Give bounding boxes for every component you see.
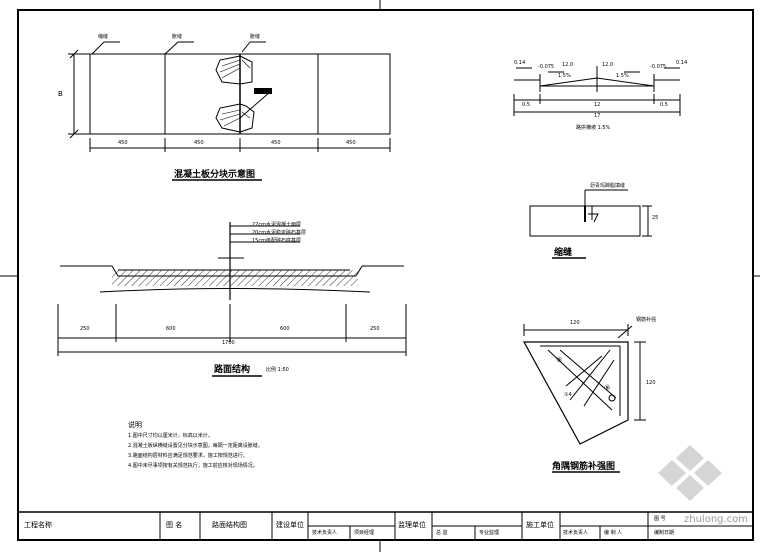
joint-title: 缩缝: [554, 248, 573, 258]
callout-expansion-joint: 胀缝: [172, 34, 183, 40]
plan-dim-3: 450: [271, 140, 281, 146]
cell-4: 专业监理: [479, 530, 500, 536]
joint-note: 沥青玛蹄脂填缝: [590, 183, 626, 189]
cross-dim-left: 0.5: [522, 102, 530, 108]
slab-plan-title: 混凝土板分块示意图: [174, 170, 256, 180]
plan-dim-1: 450: [118, 140, 128, 146]
drawing-no-label: 图 号: [654, 516, 666, 522]
elev-left-2: -0.075: [538, 64, 555, 70]
center-value-right: 12.0: [602, 62, 614, 68]
drawing-name: 路面结构图: [212, 521, 247, 529]
layer-3-label: 15cm级配碎石底基层: [252, 238, 301, 244]
pave-dim-3: 600: [280, 326, 290, 332]
cross-slope-diagram: [513, 66, 681, 116]
pave-dim-4: 250: [370, 326, 380, 332]
pavement-scale: 比例 1:50: [266, 367, 289, 373]
elev-right-2: 0.14: [676, 60, 688, 66]
callout-shrink-joint: 缩缝: [98, 34, 109, 40]
plan-dim-2: 450: [194, 140, 204, 146]
watermark-logo: [658, 445, 722, 501]
slab-plan: [68, 41, 391, 181]
slope-right: 1.5%: [616, 73, 629, 79]
elev-left-1: 0.14: [514, 60, 526, 66]
layer-1-label: 22cm水泥混凝土面层: [252, 222, 301, 228]
project-label: 工程名称: [24, 521, 52, 529]
notes-heading: 说明: [128, 421, 142, 429]
cell-2: 项目经理: [354, 530, 375, 536]
bar-label-3: ①4: [564, 392, 572, 398]
corner-callout: 钢筋补强: [636, 317, 657, 323]
cross-dim-center: 12: [594, 102, 601, 108]
pave-total: 1700: [222, 340, 235, 346]
pave-dim-1: 250: [80, 326, 90, 332]
bar-label-2: ⑨: [604, 384, 611, 392]
note-line-4: 4.图中未尽事项按有关规范执行，施工前应核对现场情况。: [128, 463, 258, 469]
joint-depth: 25: [652, 215, 659, 221]
note-line-3: 3.路面结构层材料应满足规范要求，施工按规范进行。: [128, 453, 248, 459]
contractor-label: 施工单位: [526, 521, 554, 529]
center-value-left: 12.0: [562, 62, 574, 68]
layer-2-label: 20cm水泥稳定碎石基层: [252, 230, 306, 236]
elev-right-1: -0.075: [650, 64, 667, 70]
corner-reinforcement: [522, 324, 646, 473]
cross-dim-right: 0.5: [660, 102, 668, 108]
joint-detail: [529, 189, 652, 259]
cell-3: 总 监: [436, 530, 448, 536]
pavement-title: 路面结构: [214, 365, 251, 375]
date-label: 编制日期: [654, 530, 675, 536]
cell-6: 编 制 人: [604, 530, 623, 536]
corner-top-dim: 120: [570, 320, 580, 326]
note-line-2: 2.混凝土板纵横缝设置见分块示意图，每隔一定距离设胀缝。: [128, 443, 263, 449]
slope-left: 1.5%: [558, 73, 571, 79]
corner-detail-title: 角隅钢筋补强图: [552, 462, 616, 472]
cross-slope-caption: 路拱横坡 1.5%: [576, 125, 611, 131]
cell-5: 技术负责人: [563, 530, 589, 536]
plan-width-label: B: [58, 90, 63, 98]
callout-expansion-joint-2: 胀缝: [250, 34, 261, 40]
cell-1: 技术负责人: [312, 530, 338, 536]
pave-dim-2: 600: [166, 326, 176, 332]
bar-label-1: ⑨: [556, 356, 563, 364]
pavement-structure: [57, 222, 407, 377]
plan-dim-4: 450: [346, 140, 356, 146]
note-line-1: 1.图中尺寸均以厘米计，标高以米计。: [128, 433, 213, 439]
title-block-grid: [18, 511, 753, 540]
supervisor-label: 监理单位: [398, 521, 426, 529]
corner-right-dim: 120: [646, 380, 656, 386]
cross-total: 17: [594, 113, 601, 119]
client-label: 建设单位: [276, 521, 304, 529]
drawing-label: 图 名: [166, 521, 183, 529]
sheet-border: [17, 9, 754, 541]
watermark-text: zhulong.com: [684, 514, 749, 525]
